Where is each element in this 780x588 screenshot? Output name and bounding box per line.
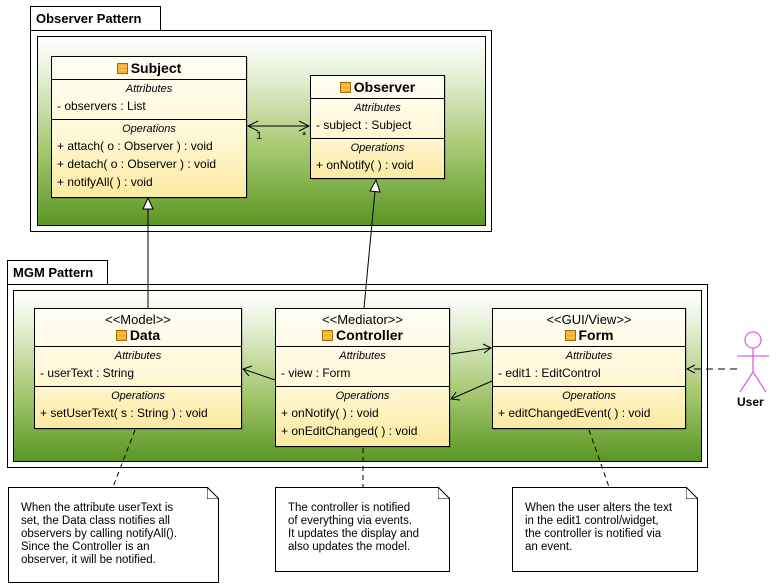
form-note-text: When the user alters the text in the edi…: [525, 502, 673, 553]
class-icon: [116, 63, 128, 74]
form-attributes: Attributes - edit1 : EditControl: [493, 347, 685, 386]
data-class-header: <<Model>> Data: [35, 309, 241, 347]
data-note-text: When the attribute userText is set, the …: [21, 502, 177, 566]
operation[interactable]: + onNotify( ) : void: [281, 406, 379, 420]
subject-attributes: Attributes - observers : List: [52, 80, 246, 119]
note-fold-icon: [686, 487, 698, 499]
subject-operations: Operations + attach( o : Observer ) : vo…: [52, 119, 246, 195]
subject-class-name: Subject: [130, 60, 182, 76]
form-note[interactable]: When the user alters the text in the edi…: [512, 487, 698, 572]
controller-class[interactable]: <<Mediator>> Controller Attributes - vie…: [275, 308, 450, 447]
dependency-controller-data[interactable]: [242, 365, 276, 381]
operation[interactable]: + detach( o : Observer ) : void: [57, 157, 217, 171]
user-actor-label: User: [737, 395, 764, 409]
attributes-title: Attributes: [354, 102, 401, 114]
operations-title: Operations: [562, 390, 616, 402]
subject-class-header: Subject: [52, 57, 246, 80]
controller-attributes: Attributes - view : Form: [276, 347, 449, 386]
note-fold-icon: [438, 487, 450, 499]
class-icon: [115, 330, 127, 341]
generalization-data-subject[interactable]: [142, 196, 154, 308]
attributes-title: Attributes: [339, 350, 386, 362]
controller-class-name: Controller: [336, 327, 403, 343]
attribute[interactable]: - observers : List: [57, 99, 146, 113]
operation[interactable]: + attach( o : Observer ) : void: [57, 139, 213, 153]
data-class-name: Data: [129, 327, 161, 343]
data-class[interactable]: <<Model>> Data Attributes - userText : S…: [34, 308, 242, 429]
attributes-title: Attributes: [114, 350, 162, 362]
class-icon: [339, 82, 351, 93]
operation[interactable]: + editChangedEvent( ) : void: [498, 406, 651, 420]
operations-title: Operations: [111, 390, 165, 402]
form-class-name: Form: [578, 327, 614, 343]
controller-note[interactable]: The controller is notified of everything…: [275, 487, 450, 572]
operation[interactable]: + onNotify( ) : void: [316, 158, 414, 172]
multiplicity-right: *: [302, 130, 307, 142]
attribute[interactable]: - view : Form: [281, 366, 351, 380]
data-operations: Operations + setUserText( s : String ) :…: [35, 386, 241, 426]
data-stereotype: <<Model>>: [105, 312, 171, 327]
mgm-package-tab: MGM Pattern: [7, 260, 108, 285]
note-anchor: [112, 429, 136, 488]
observer-class-header: Observer: [311, 76, 444, 99]
generalization-controller-observer[interactable]: [363, 178, 381, 309]
association-edge[interactable]: [246, 120, 311, 132]
observer-package-tab: Observer Pattern: [30, 6, 161, 31]
operations-title: Operations: [122, 123, 176, 135]
observer-attributes: Attributes - subject : Subject: [311, 99, 444, 138]
operation[interactable]: + onEditChanged( ) : void: [281, 424, 418, 438]
user-actor-icon[interactable]: [737, 331, 769, 393]
attribute[interactable]: - subject : Subject: [316, 118, 412, 132]
form-class[interactable]: <<GUI/View>> Form Attributes - edit1 : E…: [492, 308, 686, 429]
note-anchor: [588, 429, 610, 488]
controller-operations: Operations + onNotify( ) : void + onEdit…: [276, 386, 449, 444]
attribute[interactable]: - userText : String: [40, 366, 135, 380]
class-icon: [564, 330, 576, 341]
form-operations: Operations + editChangedEvent( ) : void: [493, 386, 685, 426]
observer-class[interactable]: Observer Attributes - subject : Subject …: [310, 75, 445, 179]
attributes-title: Attributes: [125, 83, 173, 95]
subject-class[interactable]: Subject Attributes - observers : List Op…: [51, 56, 247, 198]
controller-note-text: The controller is notified of everything…: [288, 502, 420, 553]
data-attributes: Attributes - userText : String: [35, 347, 241, 386]
operations-title: Operations: [350, 142, 405, 154]
attributes-title: Attributes: [565, 350, 613, 362]
form-class-header: <<GUI/View>> Form: [493, 309, 685, 347]
note-fold-icon: [207, 487, 219, 499]
observer-package-title: Observer Pattern: [36, 11, 142, 26]
operation[interactable]: + notifyAll( ) : void: [57, 175, 153, 189]
operation[interactable]: + setUserText( s : String ) : void: [40, 406, 208, 420]
class-icon: [322, 330, 334, 341]
attribute[interactable]: - edit1 : EditControl: [498, 366, 601, 380]
controller-stereotype: <<Mediator>>: [322, 312, 403, 327]
actor-interaction-edge[interactable]: [685, 364, 737, 374]
dependency-form-controller[interactable]: [450, 380, 493, 401]
observer-operations: Operations + onNotify( ) : void: [311, 138, 444, 178]
observer-class-name: Observer: [353, 79, 416, 95]
form-stereotype: <<GUI/View>>: [546, 312, 632, 327]
mgm-package-title: MGM Pattern: [13, 265, 94, 280]
data-note[interactable]: When the attribute userText is set, the …: [8, 487, 219, 583]
controller-class-header: <<Mediator>> Controller: [276, 309, 449, 347]
multiplicity-left: 1: [256, 130, 262, 142]
dependency-controller-form[interactable]: [450, 343, 492, 355]
operations-title: Operations: [335, 390, 390, 402]
